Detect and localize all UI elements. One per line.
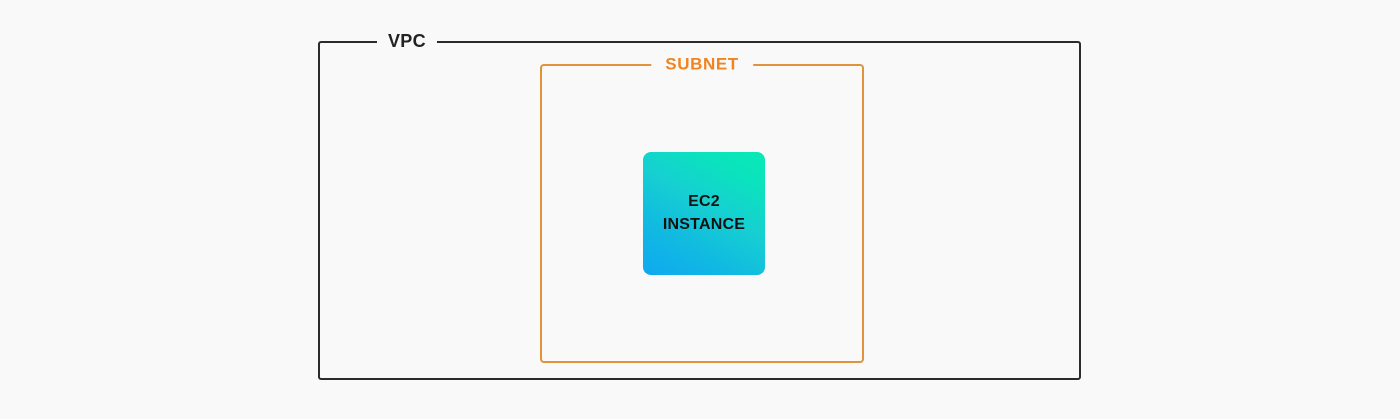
ec2-instance-label-line-2: INSTANCE: [662, 215, 746, 233]
ec2-instance-label-line-1: EC2: [688, 192, 720, 210]
vpc-boundary-group[interactable]: VPC SUBNET EC2 INSTANCE: [318, 32, 1081, 380]
ec2-instance-label: EC2 INSTANCE: [663, 191, 745, 236]
ec2-instance-node[interactable]: EC2 INSTANCE: [643, 152, 765, 275]
subnet-label: SUBNET: [651, 55, 753, 73]
vpc-label: VPC: [377, 32, 437, 50]
subnet-boundary-group[interactable]: SUBNET EC2 INSTANCE: [540, 55, 864, 363]
